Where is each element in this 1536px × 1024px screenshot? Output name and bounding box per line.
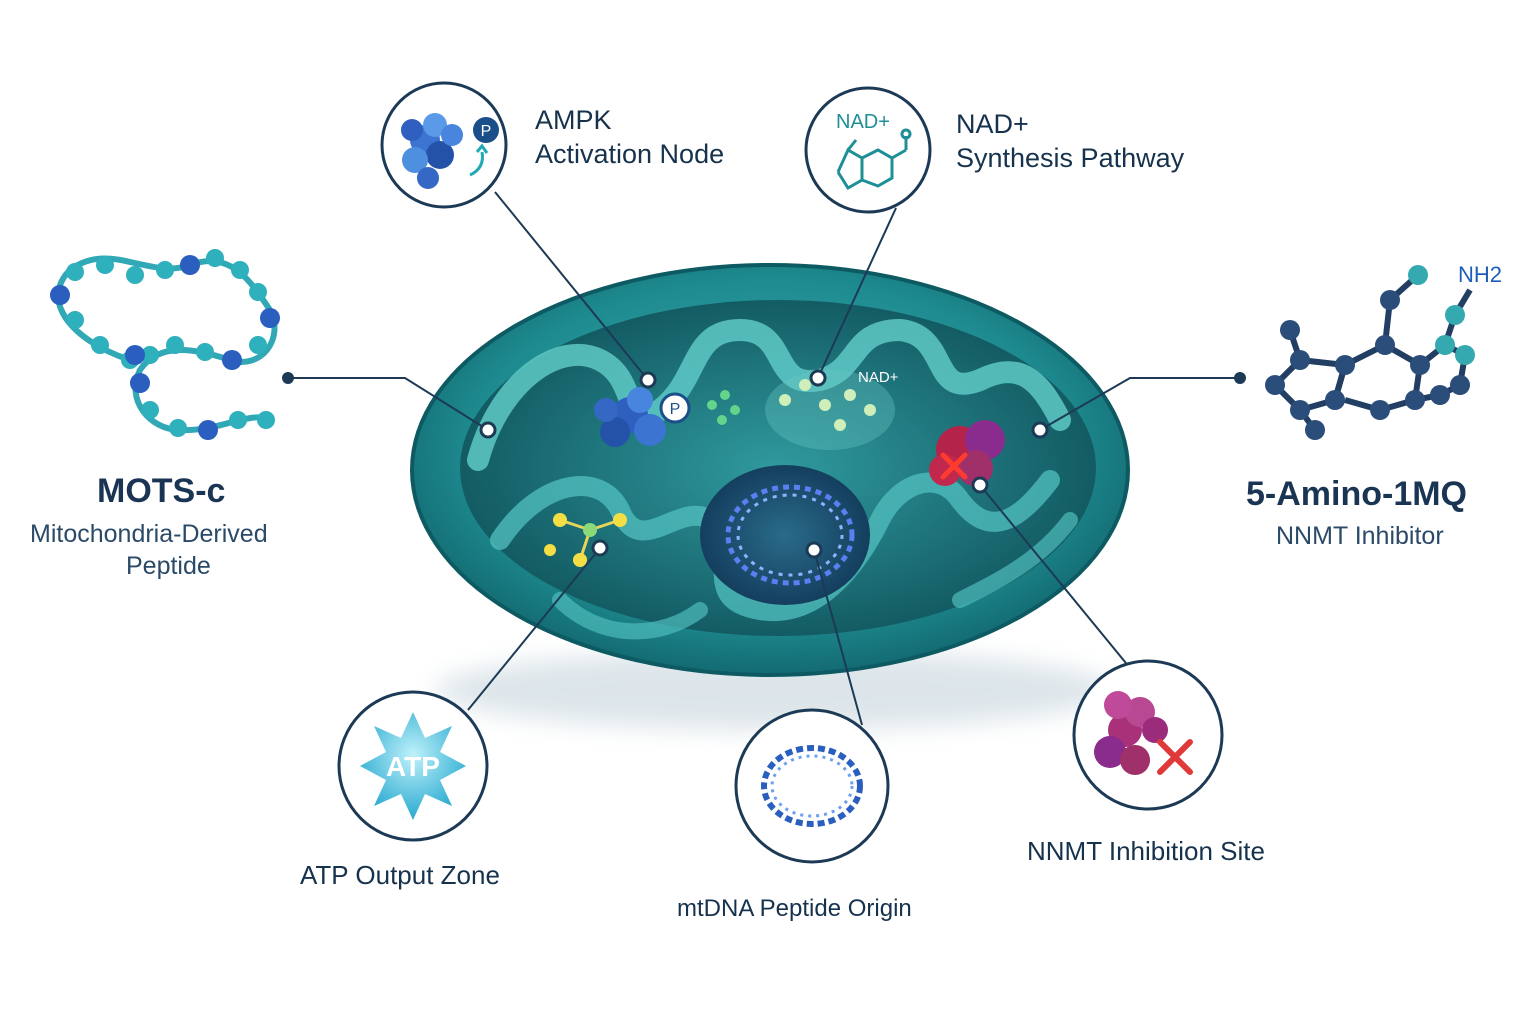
nh2-label: NH2: [1458, 262, 1502, 287]
mtdna-ring-inner: [725, 484, 855, 586]
amino-1mq-subtitle: NNMT Inhibitor: [1276, 522, 1444, 550]
inhibition-x-inner: [940, 452, 968, 480]
nad-label-line2: Synthesis Pathway: [956, 143, 1185, 173]
right-line-dot: [1234, 372, 1246, 384]
ampk-label-line1: AMPK: [535, 105, 612, 135]
nad-zone-inner: [765, 370, 895, 450]
mots-c-subtitle-line2: Peptide: [126, 552, 211, 580]
phosphate-badge-inner-text: P: [670, 401, 681, 418]
amino-1mq-title: 5-Amino-1MQ: [1246, 475, 1467, 513]
5-amino-1mq-molecule: NH2: [1265, 262, 1502, 440]
nnmt-callout: [1072, 659, 1224, 811]
mitochondrion: P NAD+: [410, 263, 1130, 677]
connector-lines: [288, 191, 1240, 726]
inhibition-x-icon: [1157, 739, 1193, 775]
mtdna-nucleoid: [700, 465, 870, 605]
ampk-cluster-inner: [594, 387, 666, 447]
nnmt-inhibition-site-label: NNMT Inhibition Site: [1027, 836, 1265, 866]
mtdna-callout: [734, 708, 890, 864]
nad-badge-text: NAD+: [836, 111, 890, 133]
nad-callout: NAD+: [804, 86, 932, 214]
atp-output-zone-label: ATP Output Zone: [300, 860, 500, 890]
connector-endpoints: [479, 369, 1049, 559]
crista-fold-bottom: [490, 470, 1060, 622]
crista-fold-top: [467, 318, 1071, 471]
mots-c-peptide-chain: [50, 249, 280, 440]
atp-starburst: [360, 712, 466, 820]
green-molecule-inner: [707, 390, 740, 425]
atp-badge-text: ATP: [386, 751, 440, 782]
nad-label-line1: NAD+: [956, 109, 1029, 139]
mtdna-origin-label: mtDNA Peptide Origin: [677, 895, 912, 922]
ampk-callout: P: [380, 81, 508, 209]
nad-inner-label: NAD+: [858, 369, 899, 386]
ampk-label-line2: Activation Node: [535, 139, 725, 169]
atp-molecule-inner: [544, 513, 627, 567]
atp-callout: ATP: [337, 690, 489, 842]
nad-molecules-inner: [779, 379, 876, 431]
mots-c-title: MOTS-c: [97, 472, 226, 510]
mitochondrion-shadow: [435, 650, 1115, 730]
phosphate-badge-inner: [659, 392, 691, 424]
left-line-dot: [282, 372, 294, 384]
mtdna-ring: [761, 745, 863, 827]
mots-c-subtitle-line1: Mitochondria-Derived: [30, 520, 268, 548]
ampk-badge-text: P: [481, 123, 492, 140]
